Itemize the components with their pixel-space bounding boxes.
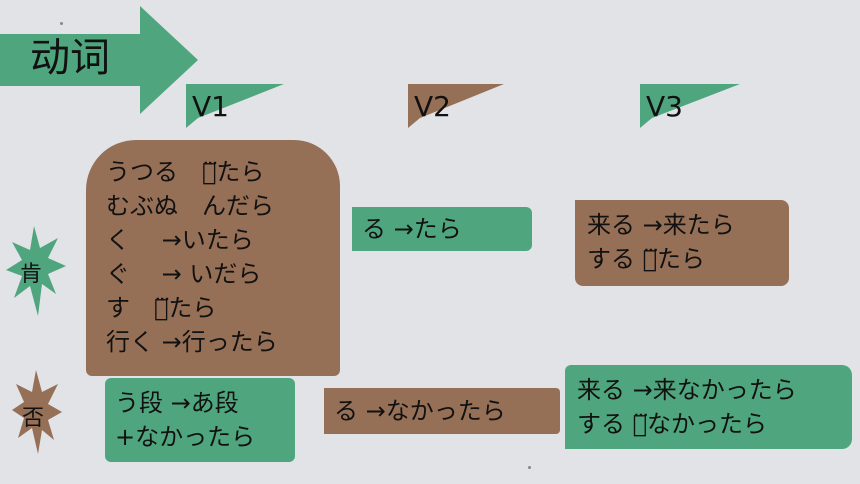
v1-positive-line: むぶぬ んだら	[106, 192, 274, 220]
column-label-v3: V3	[646, 90, 683, 123]
v1-negative-line: う段 →あ段	[115, 389, 239, 417]
v1-flag	[186, 84, 284, 128]
column-label-v1: V1	[192, 90, 229, 123]
positive-star-icon	[6, 226, 66, 316]
v3-positive-line: 来る →来たら	[587, 211, 735, 239]
title-arrow-shape	[0, 6, 198, 114]
v1-positive-box: うつる っ⃛たら むぶぬ んだら く →いたら ぐ → いだら す し⃛たら 行…	[86, 140, 340, 376]
decorative-dot	[60, 22, 63, 25]
v2-positive-box: る →たら	[352, 207, 532, 251]
v1-positive-line: 行く →行ったら	[106, 328, 278, 356]
v1-negative-line: +なかったら	[115, 423, 256, 451]
v1-negative-box: う段 →あ段 +なかったら	[105, 378, 295, 462]
v3-flag	[640, 84, 740, 128]
v3-positive-line: する し⃛たら	[587, 245, 706, 273]
v2-negative-box: る →なかったら	[324, 388, 560, 434]
v2-negative-line: る →なかったら	[334, 397, 506, 425]
v1-positive-line: ぐ → いだら	[106, 260, 262, 288]
v1-positive-line: す し⃛たら	[106, 294, 217, 322]
v1-positive-line: うつる っ⃛たら	[106, 158, 265, 186]
column-label-v2: V2	[414, 90, 451, 123]
positive-row-label: 肯	[20, 262, 43, 287]
v3-negative-line: する し⃛なかったら	[577, 410, 768, 438]
v3-negative-line: 来る →来なかったら	[577, 376, 797, 404]
slide-title: 动词	[30, 35, 110, 81]
decorative-dot	[528, 466, 531, 469]
negative-star-icon	[12, 370, 62, 454]
v3-negative-box: 来る →来なかったら する し⃛なかったら	[565, 365, 852, 449]
negative-row-label: 否	[22, 406, 45, 431]
v1-positive-line: く →いたら	[106, 226, 254, 254]
v2-positive-line: る →たら	[362, 215, 462, 243]
v3-positive-box: 来る →来たら する し⃛たら	[575, 200, 789, 286]
v2-flag	[408, 84, 504, 128]
